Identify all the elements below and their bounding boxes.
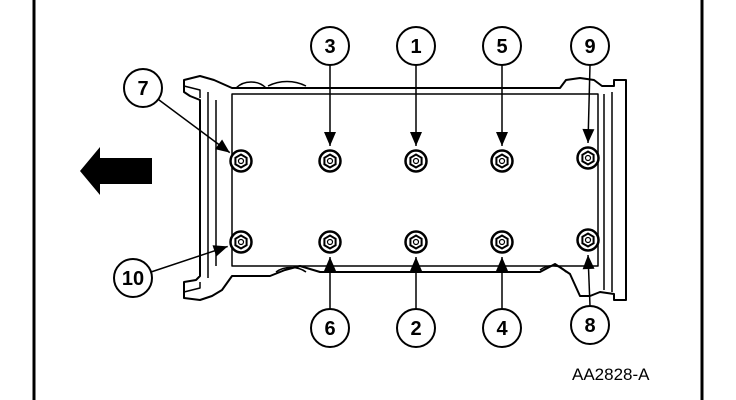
callout-number: 3: [324, 36, 335, 58]
hex-bolt-icon: [229, 230, 253, 254]
leader-arrow: [582, 64, 595, 144]
callout-number: 2: [410, 318, 421, 340]
callout-number: 10: [122, 268, 144, 290]
leader-arrow: [324, 257, 336, 309]
hex-bolt-icon: [576, 228, 600, 252]
leader-arrow: [496, 257, 508, 309]
callout-number: 6: [324, 318, 335, 340]
callout-1: 1: [396, 26, 436, 66]
hex-bolt-icon: [229, 149, 253, 173]
hex-bolt-icon: [576, 146, 600, 170]
callout-number: 1: [410, 36, 421, 58]
callout-number: 5: [496, 36, 507, 58]
hex-bolt-icon: [318, 149, 342, 173]
leader-arrow: [324, 65, 336, 146]
bearing-frame: [183, 75, 627, 301]
hex-bolt-icon: [318, 230, 342, 254]
callout-3: 3: [310, 26, 350, 66]
callout-6: 6: [310, 308, 350, 348]
leader-layer: [150, 64, 595, 309]
left-arrow-icon: [80, 147, 152, 195]
leader-arrow: [496, 65, 508, 146]
callout-number: 7: [137, 78, 148, 100]
callout-number: 8: [584, 315, 595, 337]
callout-number: 4: [496, 318, 508, 340]
leader-arrow: [582, 254, 595, 307]
callout-2: 2: [396, 308, 436, 348]
callout-4: 4: [482, 308, 522, 348]
leader-arrow: [150, 245, 228, 273]
hex-bolt-icon: [404, 230, 428, 254]
callout-9: 9: [570, 26, 610, 66]
callout-8: 8: [570, 305, 610, 345]
hex-bolt-icon: [404, 149, 428, 173]
callout-7: 7: [123, 68, 163, 108]
callout-number: 9: [584, 36, 595, 58]
leader-arrow: [410, 257, 422, 309]
leader-arrow: [157, 98, 231, 154]
reference-code: AA2828-A: [572, 365, 650, 384]
leader-arrow: [410, 65, 422, 146]
callout-layer: 1 2 3 4 5 6 7 8 9 10: [113, 26, 610, 348]
callout-5: 5: [482, 26, 522, 66]
hex-bolt-icon: [490, 149, 514, 173]
hex-bolt-icon: [490, 230, 514, 254]
bolt-layer: [229, 146, 600, 254]
callout-10: 10: [113, 258, 153, 298]
